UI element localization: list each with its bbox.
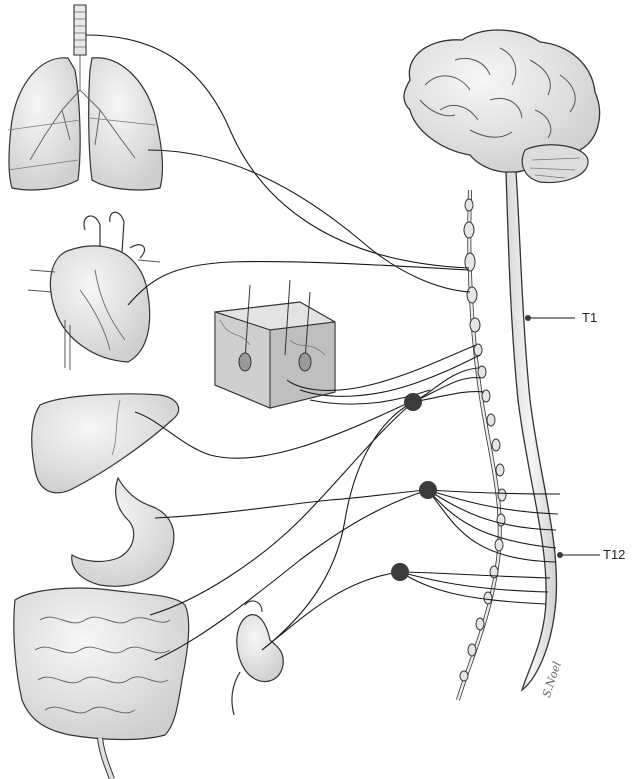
ganglion-2	[419, 481, 437, 499]
liver-icon	[31, 393, 180, 494]
t12-marker	[557, 552, 563, 558]
lungs-icon	[7, 4, 164, 191]
spinal-cord	[505, 171, 558, 692]
ganglion-1	[404, 393, 422, 411]
ganglion-3	[391, 563, 409, 581]
t1-marker	[525, 315, 531, 321]
t1-label: T1	[582, 310, 598, 325]
ganglia	[391, 315, 563, 581]
sympathetic-chain	[456, 189, 507, 701]
stomach-icon	[71, 476, 175, 587]
nerve-pathways	[85, 34, 600, 661]
heart-icon	[27, 211, 161, 370]
skin-block-icon	[214, 279, 336, 409]
intestines-icon	[13, 587, 190, 779]
brain-icon	[403, 29, 601, 184]
t12-label: T12	[603, 547, 626, 562]
kidney-icon	[231, 600, 284, 716]
